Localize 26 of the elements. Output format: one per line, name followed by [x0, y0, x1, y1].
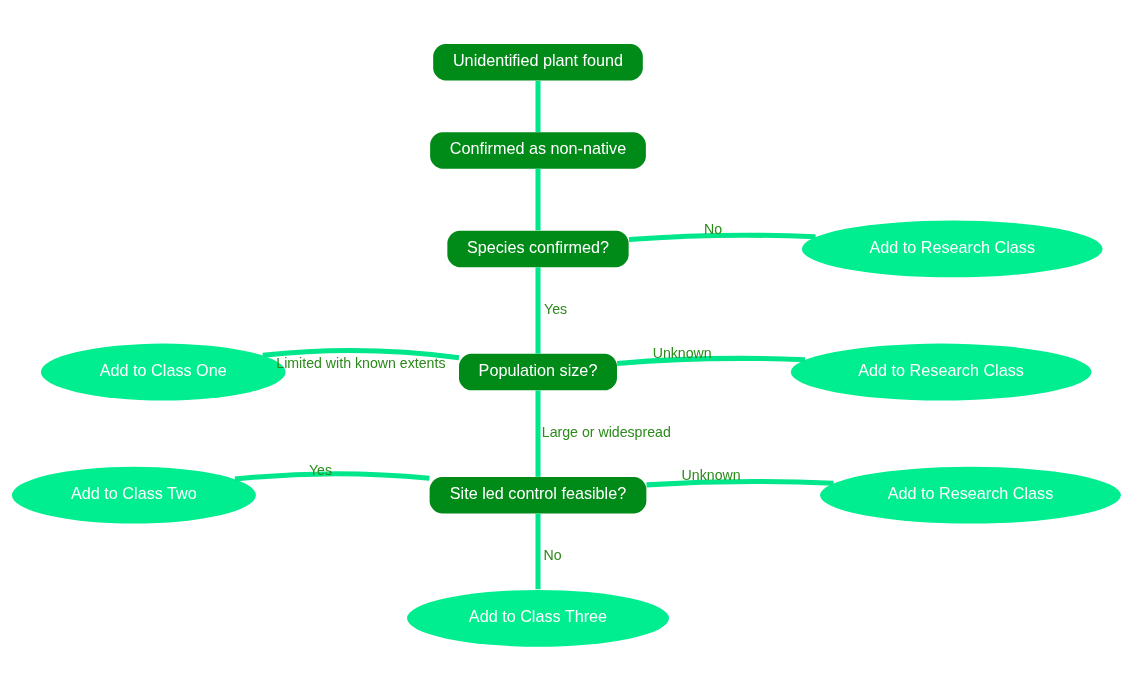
- node-ellipse: Add to Class Three: [407, 589, 669, 647]
- connector: [628, 232, 816, 242]
- node-ellipse: Add to Research Class: [820, 466, 1121, 524]
- edge-label: Unknown: [652, 344, 712, 361]
- edge-label: Yes: [544, 300, 568, 317]
- edge-label: No: [704, 220, 723, 237]
- connector: [535, 389, 541, 477]
- node-box: Species confirmed?: [447, 230, 629, 267]
- node-box: Confirmed as non-native: [430, 131, 646, 169]
- node-box: Unidentified plant found: [433, 43, 643, 80]
- edge-label: Unknown: [681, 466, 741, 483]
- connector: [535, 266, 541, 354]
- node-ellipse: Add to Research Class: [801, 220, 1103, 277]
- node-ellipse: Add to Research Class: [790, 343, 1092, 400]
- connector: [234, 470, 430, 482]
- connector: [262, 347, 460, 360]
- edge-label: Large or widespread: [541, 423, 671, 440]
- connector: [535, 80, 541, 132]
- edge-label: No: [543, 546, 562, 563]
- connector: [616, 355, 806, 366]
- connector: [535, 168, 541, 230]
- node-ellipse: Add to Class Two: [11, 466, 256, 524]
- node-box: Site led control feasible?: [429, 476, 647, 513]
- connector: [535, 513, 541, 589]
- node-box: Population size?: [459, 353, 617, 390]
- connector: [646, 478, 834, 487]
